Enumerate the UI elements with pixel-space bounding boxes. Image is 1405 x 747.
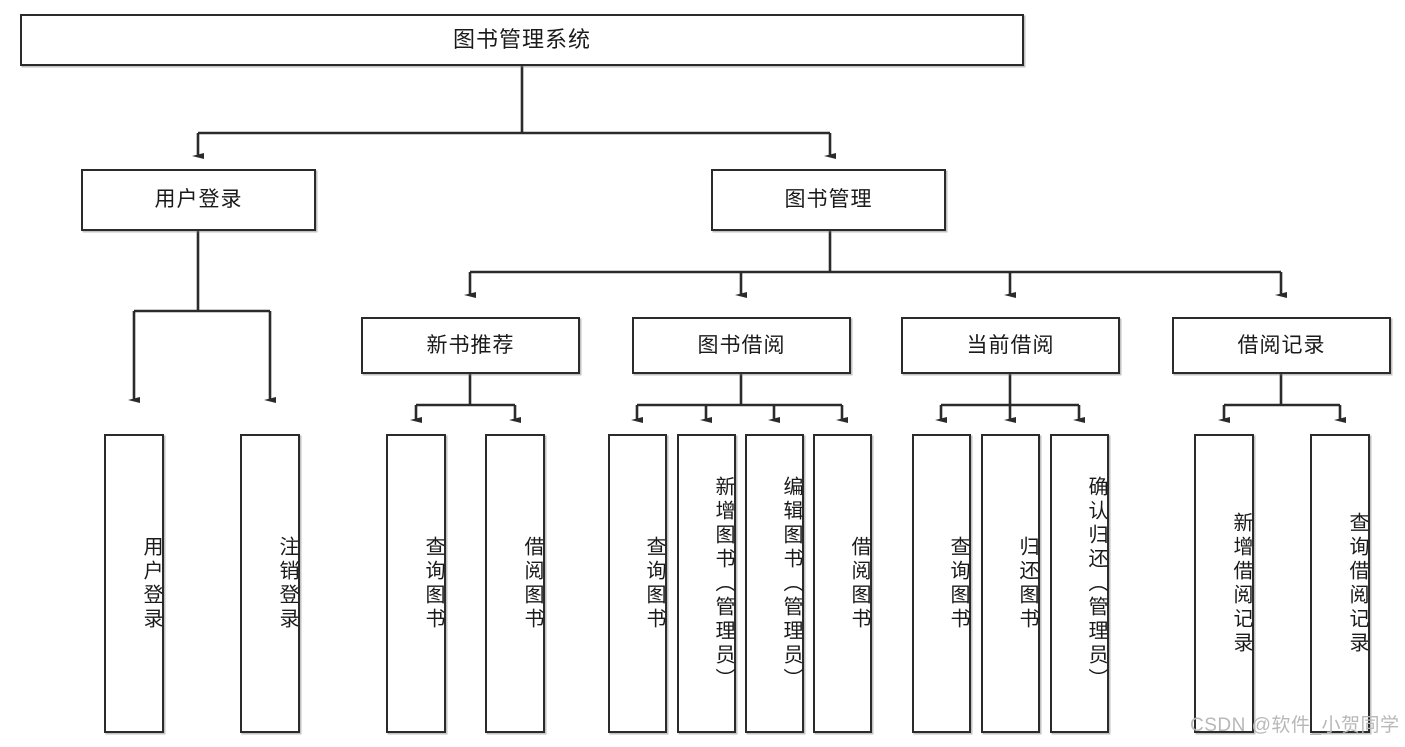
node-label: 编辑图书（管理员） [780, 475, 802, 692]
leaf-user-login[interactable]: 用户登录 [104, 434, 164, 733]
node-label: 借阅图书 [521, 535, 543, 632]
leaf-add-borrow-record[interactable]: 新增借阅记录 [1194, 434, 1254, 733]
node-label: 查询图书 [422, 535, 444, 632]
node-label: 当前借阅 [966, 333, 1055, 357]
node-label: 注销登录 [276, 535, 298, 632]
node-label: 归还图书 [1016, 535, 1038, 632]
node-label: 图书借阅 [697, 333, 786, 357]
leaf-query-book-recommend[interactable]: 查询图书 [386, 434, 446, 733]
node-label: 借阅图书 [848, 535, 870, 632]
node-label: 确认归还（管理员） [1085, 475, 1107, 692]
leaf-logout[interactable]: 注销登录 [240, 434, 300, 733]
node-root-system[interactable]: 图书管理系统 [20, 14, 1024, 66]
leaf-query-book-borrow[interactable]: 查询图书 [608, 434, 667, 733]
csdn-watermark: CSDN @软件_小贺同学 [1190, 715, 1400, 736]
leaf-borrow-book[interactable]: 借阅图书 [813, 434, 872, 733]
leaf-confirm-return-admin[interactable]: 确认归还（管理员） [1050, 434, 1109, 733]
node-book-borrow[interactable]: 图书借阅 [632, 317, 851, 374]
node-label: 用户登录 [154, 188, 243, 212]
node-label: 查询图书 [947, 535, 969, 632]
node-borrow-records[interactable]: 借阅记录 [1172, 317, 1391, 374]
node-label: 借阅记录 [1237, 333, 1326, 357]
node-label: 新书推荐 [426, 333, 515, 357]
node-current-borrow[interactable]: 当前借阅 [901, 317, 1120, 374]
leaf-edit-book-admin[interactable]: 编辑图书（管理员） [745, 434, 804, 733]
node-label: 图书管理系统 [452, 26, 591, 52]
node-label: 查询图书 [643, 535, 665, 632]
node-book-management[interactable]: 图书管理 [711, 169, 946, 231]
leaf-add-book-admin[interactable]: 新增图书（管理员） [677, 434, 736, 733]
node-label: 新增借阅记录 [1230, 511, 1252, 656]
node-label: 查询借阅记录 [1346, 511, 1368, 656]
leaf-borrow-book-recommend[interactable]: 借阅图书 [485, 434, 545, 733]
node-label: 图书管理 [784, 188, 873, 212]
leaf-query-borrow-record[interactable]: 查询借阅记录 [1310, 434, 1370, 733]
node-user-login[interactable]: 用户登录 [81, 169, 316, 231]
node-new-book-recommend[interactable]: 新书推荐 [361, 317, 580, 374]
leaf-return-book[interactable]: 归还图书 [981, 434, 1040, 733]
node-label: 新增图书（管理员） [712, 475, 734, 692]
node-label: 用户登录 [140, 535, 162, 632]
leaf-query-book-current[interactable]: 查询图书 [912, 434, 971, 733]
